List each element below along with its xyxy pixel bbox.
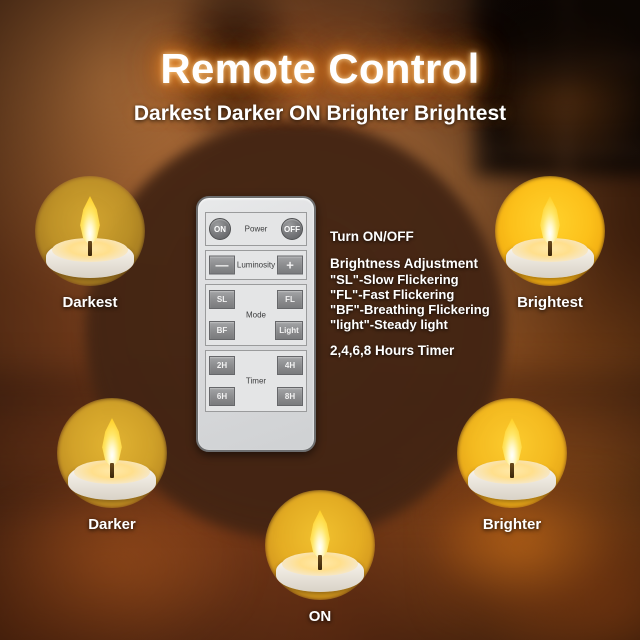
candle-wick: [318, 555, 322, 570]
page-subtitle: Darkest Darker ON Brighter Brightest: [133, 102, 507, 125]
candle-label-darkest: Darkest: [62, 294, 118, 311]
page-title: Remote Control: [160, 45, 480, 92]
candle-flame: [80, 196, 100, 246]
candle-orb: [457, 398, 567, 508]
candle-brightest: Brightest: [495, 176, 605, 311]
candle-orb: [495, 176, 605, 286]
mode-fl-button[interactable]: FL: [277, 290, 303, 309]
candle-darkest: Darkest: [35, 176, 145, 311]
candle-on: ON: [265, 490, 375, 625]
mode-sl-button[interactable]: SL: [209, 290, 235, 309]
remote-section-mode: Mode SL FL BF Light: [205, 284, 307, 346]
remote-control: Power ON OFF Luminosity — + Mode SL FL B…: [196, 196, 316, 452]
candle-wick: [548, 241, 552, 256]
mode-bf-button[interactable]: BF: [209, 321, 235, 340]
candle-flame: [502, 418, 522, 468]
remote-section-power: Power ON OFF: [205, 212, 307, 246]
timer-8h-button[interactable]: 8H: [277, 387, 303, 406]
candle-darker: Darker: [57, 398, 167, 533]
feature-mode-fl: "FL"-Fast Flickering: [330, 287, 455, 302]
luminosity-minus-button[interactable]: —: [209, 255, 235, 275]
candle-label-darker: Darker: [88, 516, 136, 533]
candle-label-brightest: Brightest: [517, 294, 583, 311]
feature-mode-bf: "BF"-Breathing Flickering: [330, 302, 490, 317]
candle-wick: [88, 241, 92, 256]
luminosity-plus-button[interactable]: +: [277, 255, 303, 275]
feature-mode-sl: "SL"-Slow Flickering: [330, 272, 459, 287]
power-on-button[interactable]: ON: [209, 218, 231, 240]
candle-brighter: Brighter: [457, 398, 567, 533]
candle-flame: [102, 418, 122, 468]
timer-2h-button[interactable]: 2H: [209, 356, 235, 375]
remote-section-timer: Timer 2H 4H 6H 8H: [205, 350, 307, 412]
timer-4h-button[interactable]: 4H: [277, 356, 303, 375]
feature-timer: 2,4,6,8 Hours Timer: [330, 343, 455, 358]
candle-label-brighter: Brighter: [482, 516, 542, 533]
candle-flame: [540, 196, 560, 246]
candle-wick: [510, 463, 514, 478]
candle-orb: [265, 490, 375, 600]
candle-wick: [110, 463, 114, 478]
candle-flame: [310, 510, 330, 560]
candle-label-on: ON: [308, 608, 332, 625]
feature-power: Turn ON/OFF: [330, 229, 414, 244]
power-off-button[interactable]: OFF: [281, 218, 303, 240]
candle-orb: [57, 398, 167, 508]
feature-list: Turn ON/OFF Brightness Adjustment "SL"-S…: [330, 230, 545, 361]
timer-section-label: Timer: [245, 376, 267, 386]
candle-orb: [35, 176, 145, 286]
feature-mode-light: "light"-Steady light: [330, 317, 448, 332]
mode-section-label: Mode: [245, 310, 266, 320]
feature-brightness: Brightness Adjustment: [330, 255, 479, 271]
mode-light-button[interactable]: Light: [275, 321, 303, 340]
remote-section-luminosity: Luminosity — +: [205, 250, 307, 280]
timer-6h-button[interactable]: 6H: [209, 387, 235, 406]
